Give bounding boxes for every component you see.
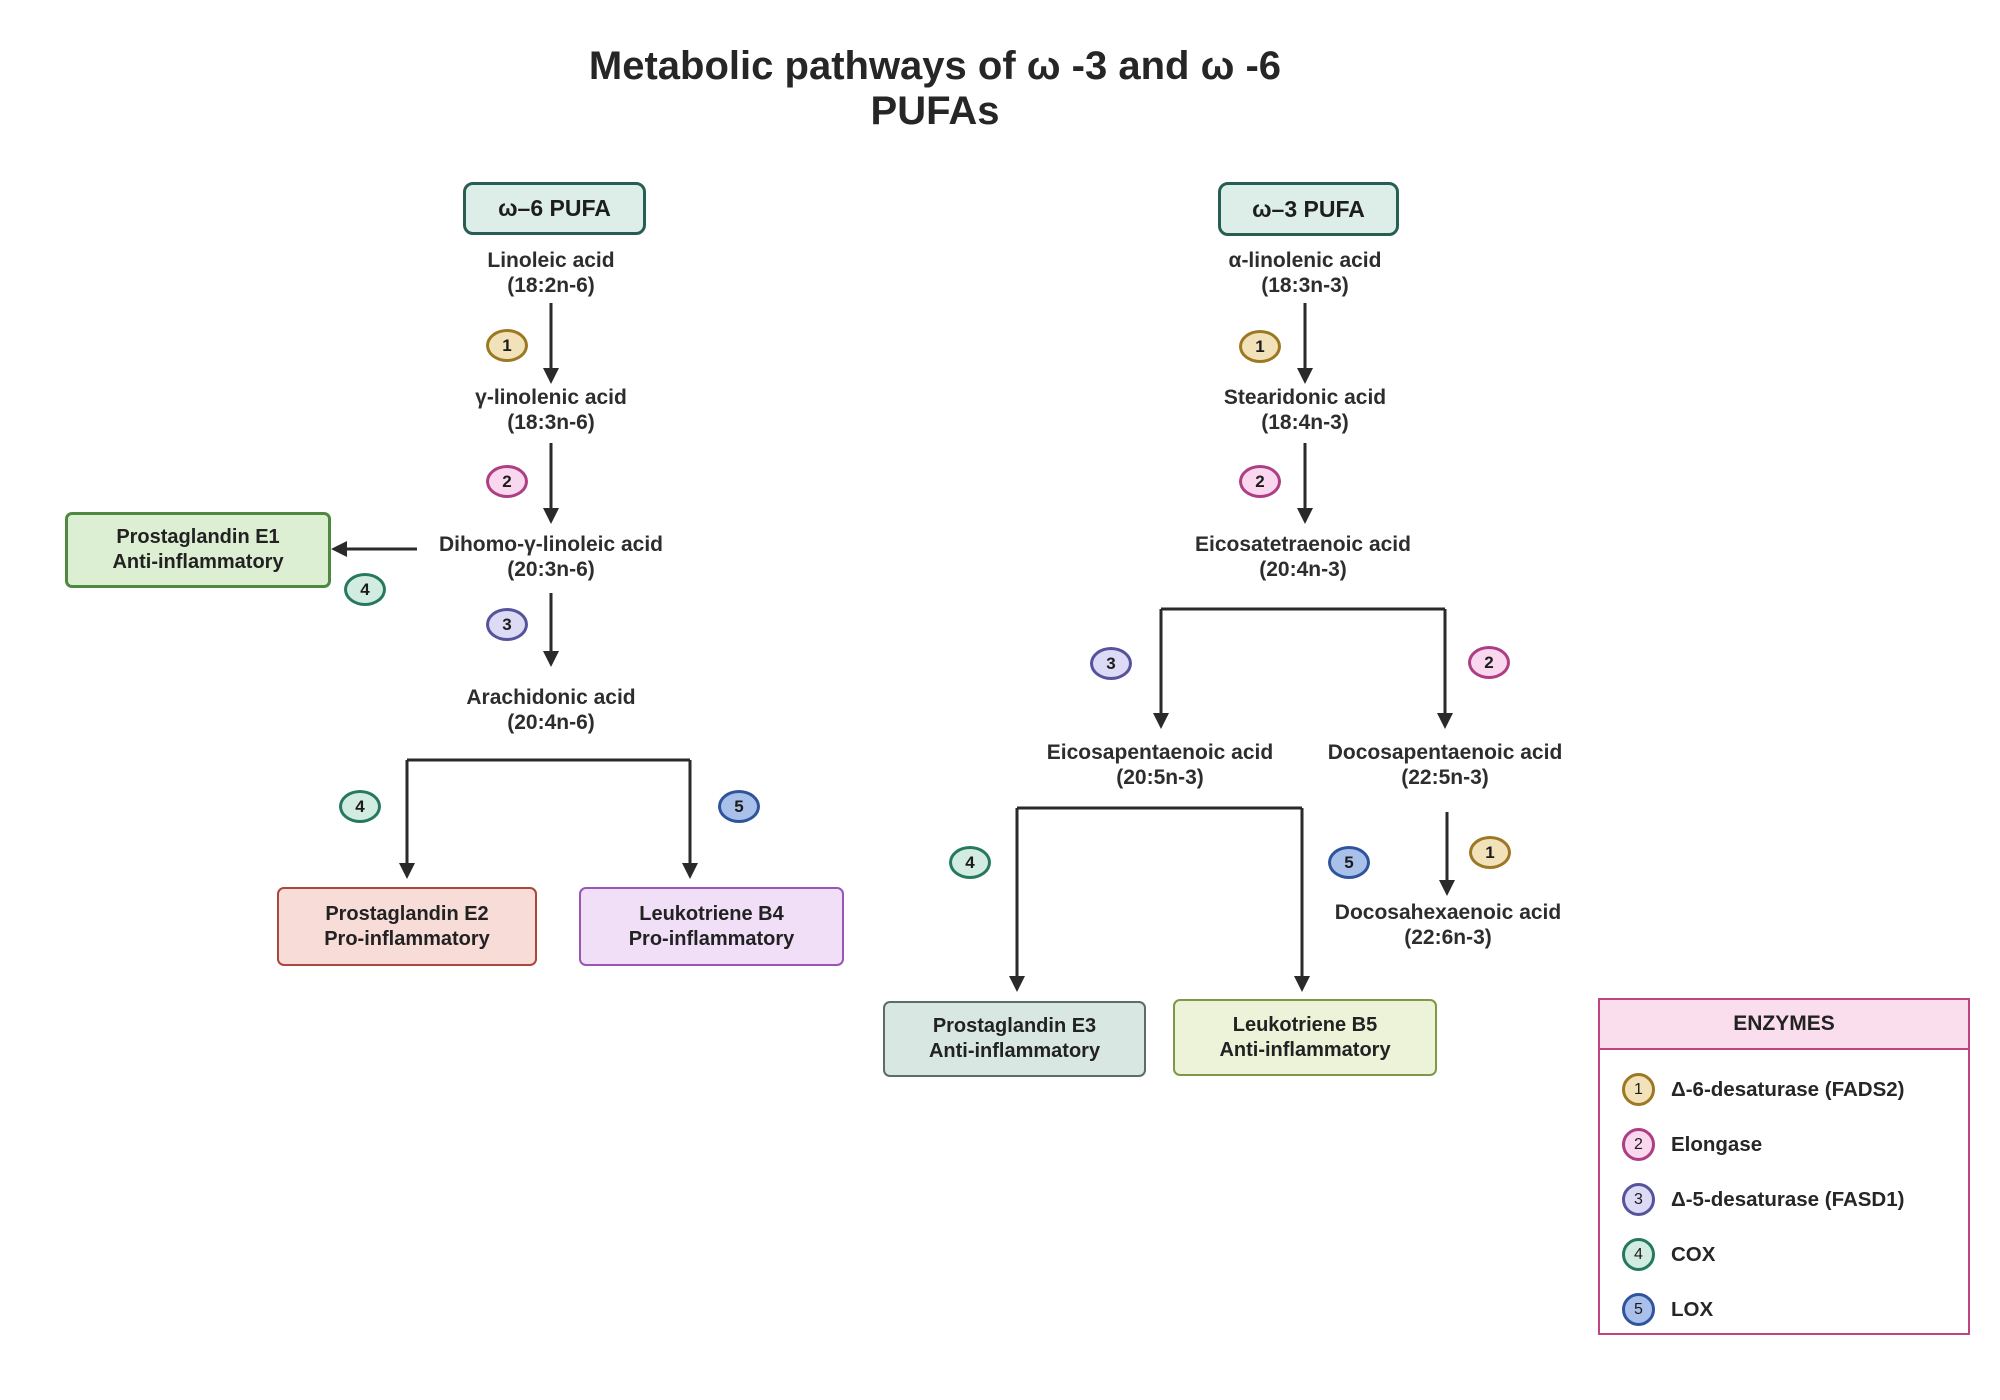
node-name: Stearidonic acid xyxy=(1223,386,1387,409)
legend-item: 4 COX xyxy=(1622,1227,1968,1282)
box-leukotriene-b5: Leukotriene B5 Anti-inflammatory xyxy=(1173,999,1437,1076)
node-formula: (20:3n-6) xyxy=(507,558,595,581)
enzyme-badge-1: 1 xyxy=(1239,330,1281,363)
node-name: Docosahexaenoic acid xyxy=(1334,901,1562,924)
product-effect: Pro-inflammatory xyxy=(324,927,490,950)
node-formula: (18:3n-6) xyxy=(507,411,595,434)
enzyme-badge-5: 5 xyxy=(718,790,760,823)
enzyme-badge-5: 5 xyxy=(1328,846,1370,879)
product-name: Leukotriene B4 xyxy=(639,902,784,925)
enzyme-badge-4: 4 xyxy=(339,790,381,823)
omega6-pufa-header: ω–6 PUFA xyxy=(463,182,646,235)
product-effect: Anti-inflammatory xyxy=(112,551,284,573)
node-alpha-linolenic-acid: α-linolenic acid (18:3n-3) xyxy=(1145,248,1465,298)
product-name: Prostaglandin E3 xyxy=(932,1015,1097,1037)
legend-body: 1 Δ-6-desaturase (FADS2) 2 Elongase 3 Δ-… xyxy=(1600,1050,1968,1337)
node-formula: (22:5n-3) xyxy=(1401,766,1489,789)
node-name: Eicosatetraenoic acid xyxy=(1195,533,1411,556)
enzyme-badge-1: 1 xyxy=(1622,1073,1655,1106)
enzyme-badge-2: 2 xyxy=(1239,465,1281,498)
node-formula: (18:2n-6) xyxy=(507,274,595,297)
node-name: Linoleic acid xyxy=(487,249,615,272)
node-eicosapentaenoic-acid: Eicosapentaenoic acid (20:5n-3) xyxy=(1020,740,1300,790)
enzyme-badge-3: 3 xyxy=(1622,1183,1655,1216)
node-name: Eicosapentaenoic acid xyxy=(1046,741,1274,764)
node-formula: (18:3n-3) xyxy=(1261,274,1349,297)
enzyme-badge-2: 2 xyxy=(1622,1128,1655,1161)
node-arachidonic-acid: Arachidonic acid (20:4n-6) xyxy=(391,685,711,735)
enzyme-badge-1: 1 xyxy=(1469,836,1511,869)
legend-item-label: COX xyxy=(1671,1242,1716,1266)
legend-item: 5 LOX xyxy=(1622,1282,1968,1337)
legend-item: 2 Elongase xyxy=(1622,1117,1968,1172)
box-prostaglandin-e1: Prostaglandin E1 Anti-inflammatory xyxy=(65,512,331,588)
node-docosapentaenoic-acid: Docosapentaenoic acid (22:5n-3) xyxy=(1305,740,1585,790)
node-docosahexaenoic-acid: Docosahexaenoic acid (22:6n-3) xyxy=(1298,900,1598,950)
product-name: Prostaglandin E2 xyxy=(325,902,489,925)
node-formula: (20:4n-3) xyxy=(1259,558,1347,581)
legend-item-label: Δ-6-desaturase (FADS2) xyxy=(1671,1077,1905,1101)
node-name: Dihomo-γ-linoleic acid xyxy=(438,533,664,556)
node-name: Arachidonic acid xyxy=(466,686,636,709)
node-stearidonic-acid: Stearidonic acid (18:4n-3) xyxy=(1145,385,1465,435)
product-name: Leukotriene B5 xyxy=(1232,1013,1378,1036)
legend-title: ENZYMES xyxy=(1600,1000,1968,1050)
enzyme-badge-5: 5 xyxy=(1622,1293,1655,1326)
diagram-title: Metabolic pathways of ω -3 and ω -6 PUFA… xyxy=(588,44,1282,133)
node-formula: (22:6n-3) xyxy=(1404,926,1492,949)
box-prostaglandin-e3: Prostaglandin E3 Anti-inflammatory xyxy=(883,1001,1146,1077)
node-eicosatetraenoic-acid: Eicosatetraenoic acid (20:4n-3) xyxy=(1133,532,1473,582)
node-name: Docosapentaenoic acid xyxy=(1327,741,1563,764)
node-name: γ-linolenic acid xyxy=(475,386,627,409)
enzyme-badge-3: 3 xyxy=(1090,647,1132,680)
enzyme-badge-3: 3 xyxy=(486,608,528,641)
legend-item-label: Δ-5-desaturase (FASD1) xyxy=(1671,1187,1905,1211)
box-prostaglandin-e2: Prostaglandin E2 Pro-inflammatory xyxy=(277,887,537,966)
legend-item: 3 Δ-5-desaturase (FASD1) xyxy=(1622,1172,1968,1227)
legend-item-label: LOX xyxy=(1671,1297,1714,1321)
node-formula: (20:5n-3) xyxy=(1116,766,1204,789)
enzyme-badge-4: 4 xyxy=(344,573,386,606)
enzyme-badge-1: 1 xyxy=(486,329,528,362)
legend-item-label: Elongase xyxy=(1671,1132,1763,1156)
node-formula: (18:4n-3) xyxy=(1261,411,1349,434)
product-effect: Pro-inflammatory xyxy=(628,927,795,950)
omega3-pufa-label: ω–3 PUFA xyxy=(1252,195,1365,222)
node-dihomo-gamma-linoleic-acid: Dihomo-γ-linoleic acid (20:3n-6) xyxy=(371,532,731,582)
box-leukotriene-b4: Leukotriene B4 Pro-inflammatory xyxy=(579,887,844,966)
enzymes-legend: ENZYMES 1 Δ-6-desaturase (FADS2) 2 Elong… xyxy=(1598,998,1970,1335)
omega3-pufa-header: ω–3 PUFA xyxy=(1218,182,1399,236)
product-effect: Anti-inflammatory xyxy=(928,1040,1101,1062)
product-name: Prostaglandin E1 xyxy=(116,526,280,548)
product-effect: Anti-inflammatory xyxy=(1219,1038,1391,1061)
enzyme-badge-2: 2 xyxy=(1468,646,1510,679)
node-gamma-linolenic-acid: γ-linolenic acid (18:3n-6) xyxy=(391,385,711,435)
node-linoleic-acid: Linoleic acid (18:2n-6) xyxy=(391,248,711,298)
omega6-pufa-label: ω–6 PUFA xyxy=(498,195,611,221)
legend-item: 1 Δ-6-desaturase (FADS2) xyxy=(1622,1062,1968,1117)
enzyme-badge-4: 4 xyxy=(949,846,991,879)
enzyme-badge-2: 2 xyxy=(486,465,528,498)
enzyme-badge-4: 4 xyxy=(1622,1238,1655,1271)
node-name: α-linolenic acid xyxy=(1228,249,1382,272)
node-formula: (20:4n-6) xyxy=(507,711,595,734)
